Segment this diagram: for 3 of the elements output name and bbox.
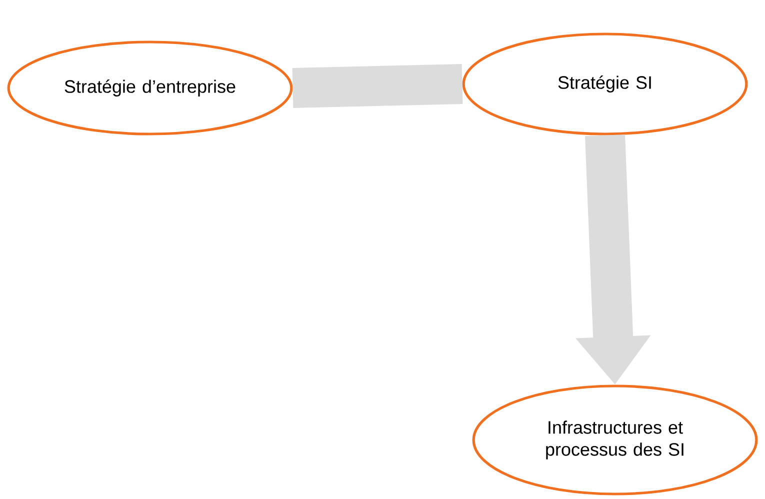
ellipse-node: Stratégie SI <box>462 32 748 136</box>
ellipse-node: Infrastructures et processus des SI <box>472 384 758 496</box>
ellipse-node: Stratégie d’entreprise <box>7 40 293 136</box>
